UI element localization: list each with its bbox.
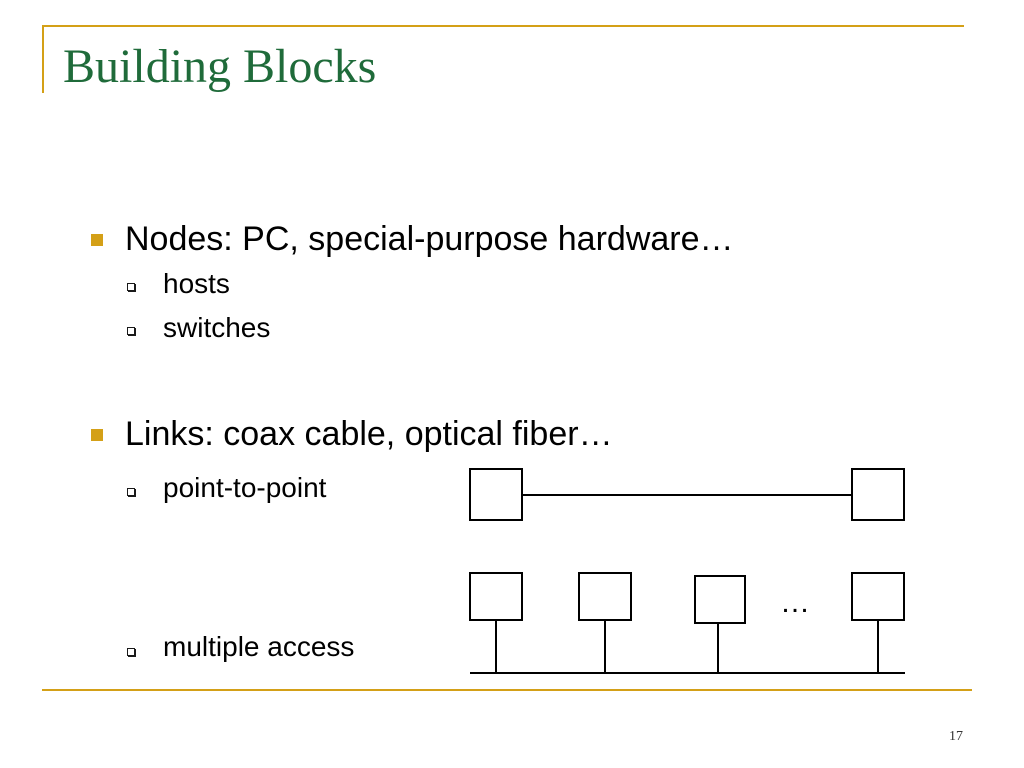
page-number: 17 [949,729,963,744]
slide-title: Building Blocks [63,40,377,93]
node-box [469,468,523,521]
sub-bullet-box-icon [127,488,135,496]
sub-bullet-hosts: hosts [163,268,230,299]
node-box [469,572,523,621]
sub-bullet-box-icon [127,648,135,656]
node-box [578,572,632,621]
diagram-ellipsis: … [780,586,810,619]
bottom-border-line [42,689,972,691]
sub-bullet-switches: switches [163,312,271,343]
bullet-nodes-text: Nodes: PC, special-purpose hardware… [125,220,734,258]
node-box [851,468,905,521]
left-border-line [42,25,44,93]
sub-bullet-box-icon [127,283,135,291]
point-to-point-diagram [469,468,905,521]
sub-bullet-box-icon [127,327,135,335]
bullet-links-text: Links: coax cable, optical fiber… [125,415,613,453]
top-border-line [42,25,964,27]
multiple-access-diagram [469,572,905,674]
node-box [694,575,746,624]
sub-bullet-multiple-access: multiple access [163,631,355,662]
bullet-square-icon [91,429,103,441]
sub-bullet-point-to-point: point-to-point [163,472,327,503]
bullet-square-icon [91,234,103,246]
node-box [851,572,905,621]
